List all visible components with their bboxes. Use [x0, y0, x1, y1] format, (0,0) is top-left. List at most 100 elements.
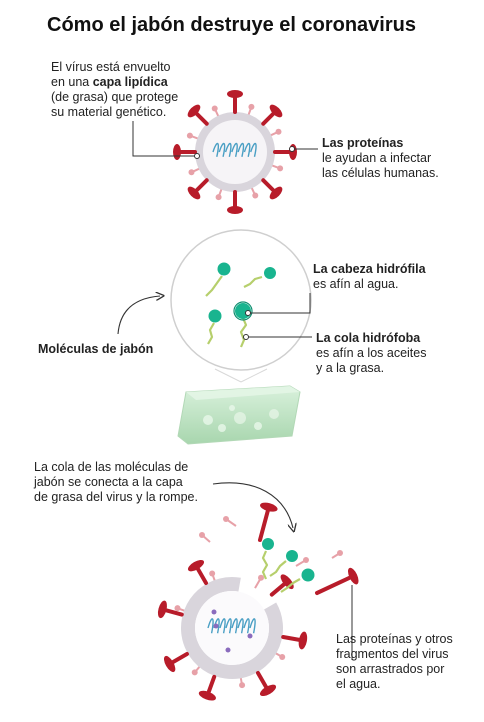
fragments-caption: Las proteínas y otros fragmentos del vir… [336, 632, 453, 692]
rna-strand [212, 142, 257, 157]
small-protein [270, 164, 284, 172]
soap-tail [269, 560, 287, 577]
tail-caption-desc-1: es afín a los aceites [316, 346, 427, 360]
soap-molecule [269, 550, 298, 577]
fragments-caption-line-3: son arrastrados por [336, 662, 445, 676]
soap-attachment-dot [247, 633, 253, 639]
hydrophobic-tail-caption: La cola hidrófoba es afín a los aceites … [316, 331, 426, 376]
detached-spike [258, 502, 278, 542]
soap-head-outline [233, 301, 253, 321]
tail-leader-dot [243, 334, 249, 340]
soap-head [217, 262, 231, 276]
soap-tail [205, 275, 223, 297]
soap-head [301, 568, 315, 582]
spike-protein [187, 178, 209, 200]
spike-protein [173, 144, 197, 160]
rna-strand [207, 618, 256, 634]
broken-lipid-envelope [181, 577, 283, 679]
magnifier-circle [170, 229, 312, 371]
tail-attach-caption: La cola de las moléculas de jabón se con… [34, 460, 198, 505]
hydrophilic-head-caption: La cabeza hidrófila es afín al agua. [313, 262, 426, 292]
small-protein [269, 128, 282, 137]
virus-interior [203, 120, 267, 184]
spike-protein [261, 104, 283, 126]
soap-attachment-dot [211, 609, 217, 615]
tail-caption-title: La cola hidrófoba [316, 331, 421, 345]
spike-protein [187, 559, 208, 585]
spike-protein [281, 631, 308, 650]
lipid-caption-line-2: en una capa lipídica [51, 75, 178, 90]
soap-tail [239, 317, 248, 348]
soap-molecules-label: Moléculas de jabón [38, 342, 154, 356]
lipid-caption-line-4: su material genético. [51, 105, 167, 119]
lipid-caption-line-2-pre: en una [51, 75, 93, 89]
soap-molecule [261, 538, 274, 580]
broken-virus [157, 559, 308, 701]
small-protein [215, 187, 223, 201]
attach-caption-line-1: La cola de las moléculas de [34, 460, 189, 474]
soap-bar [177, 385, 301, 445]
fragments-caption-line-2: fragmentos del virus [336, 647, 449, 661]
detached-small-protein [199, 532, 211, 543]
head-leader-dot [245, 310, 251, 316]
spike-protein [163, 652, 189, 673]
intact-virus [173, 90, 297, 214]
lipid-caption-line-3: (de grasa) que protege [51, 90, 179, 104]
detached-spike [315, 567, 359, 595]
attach-arrow [212, 482, 293, 528]
soap-molecule [207, 309, 222, 345]
page-title: Cómo el jabón destruye el coronavirus [47, 14, 416, 36]
soap-tail [261, 550, 269, 580]
detached-small-protein [223, 516, 237, 527]
spike-protein [227, 190, 243, 214]
spike-protein [273, 144, 297, 160]
spike-protein [198, 674, 217, 701]
attach-caption-line-3: de grasa del virus y la rompe. [34, 490, 198, 504]
soap-molecule [243, 267, 276, 288]
soap-head [286, 550, 298, 562]
spike-protein [256, 671, 277, 697]
lipid-leader-dot [194, 153, 200, 159]
soap-molecule [205, 262, 231, 297]
soap-head [262, 538, 274, 550]
tail-caption-desc-2: y a la grasa. [316, 361, 385, 375]
fragments-caption-line-1: Las proteínas y otros [336, 632, 453, 646]
soap-attachment-dot [225, 647, 231, 653]
soap-molecule [280, 568, 315, 593]
detached-small-protein [295, 557, 309, 567]
small-protein [211, 105, 220, 118]
fragments-caption-line-4: el agua. [336, 677, 381, 691]
soap-tail [207, 322, 215, 345]
soap-tail [243, 275, 263, 288]
soap-attachment-dot [213, 623, 219, 629]
spike-protein [227, 90, 243, 114]
soap-molecules-arrow [117, 296, 160, 335]
spike-protein [261, 178, 283, 200]
soap-tail [280, 578, 301, 593]
spike-protein [187, 104, 209, 126]
protein-leader-dot [289, 146, 295, 152]
magnifier-pointer [214, 368, 268, 383]
lipid-leader-line [132, 121, 197, 157]
head-caption-title: La cabeza hidrófila [313, 262, 426, 276]
lipid-layer-caption: El vírus está envuelto en una capa lipíd… [51, 60, 178, 120]
small-protein [254, 574, 264, 589]
small-protein [247, 103, 255, 117]
detached-small-protein [331, 550, 343, 559]
small-protein [186, 132, 200, 140]
proteins-caption-line-1: le ayudan a infectar [322, 151, 432, 165]
proteins-caption-line-2: las células humanas. [322, 166, 439, 180]
small-protein [250, 186, 259, 199]
head-caption-desc: es afín al agua. [313, 277, 399, 291]
floating-fragments [199, 502, 359, 595]
attach-caption-line-2: jabón se conecta a la capa [34, 475, 183, 489]
head-leader-line [248, 293, 311, 314]
proteins-caption-title: Las proteínas [322, 136, 404, 150]
spike-protein [157, 600, 184, 619]
proteins-caption: Las proteínas le ayudan a infectar las c… [322, 136, 439, 181]
small-protein [188, 167, 201, 176]
soap-head [208, 309, 222, 323]
soap-head [264, 267, 276, 279]
lipid-caption-line-1: El vírus está envuelto [51, 60, 171, 74]
